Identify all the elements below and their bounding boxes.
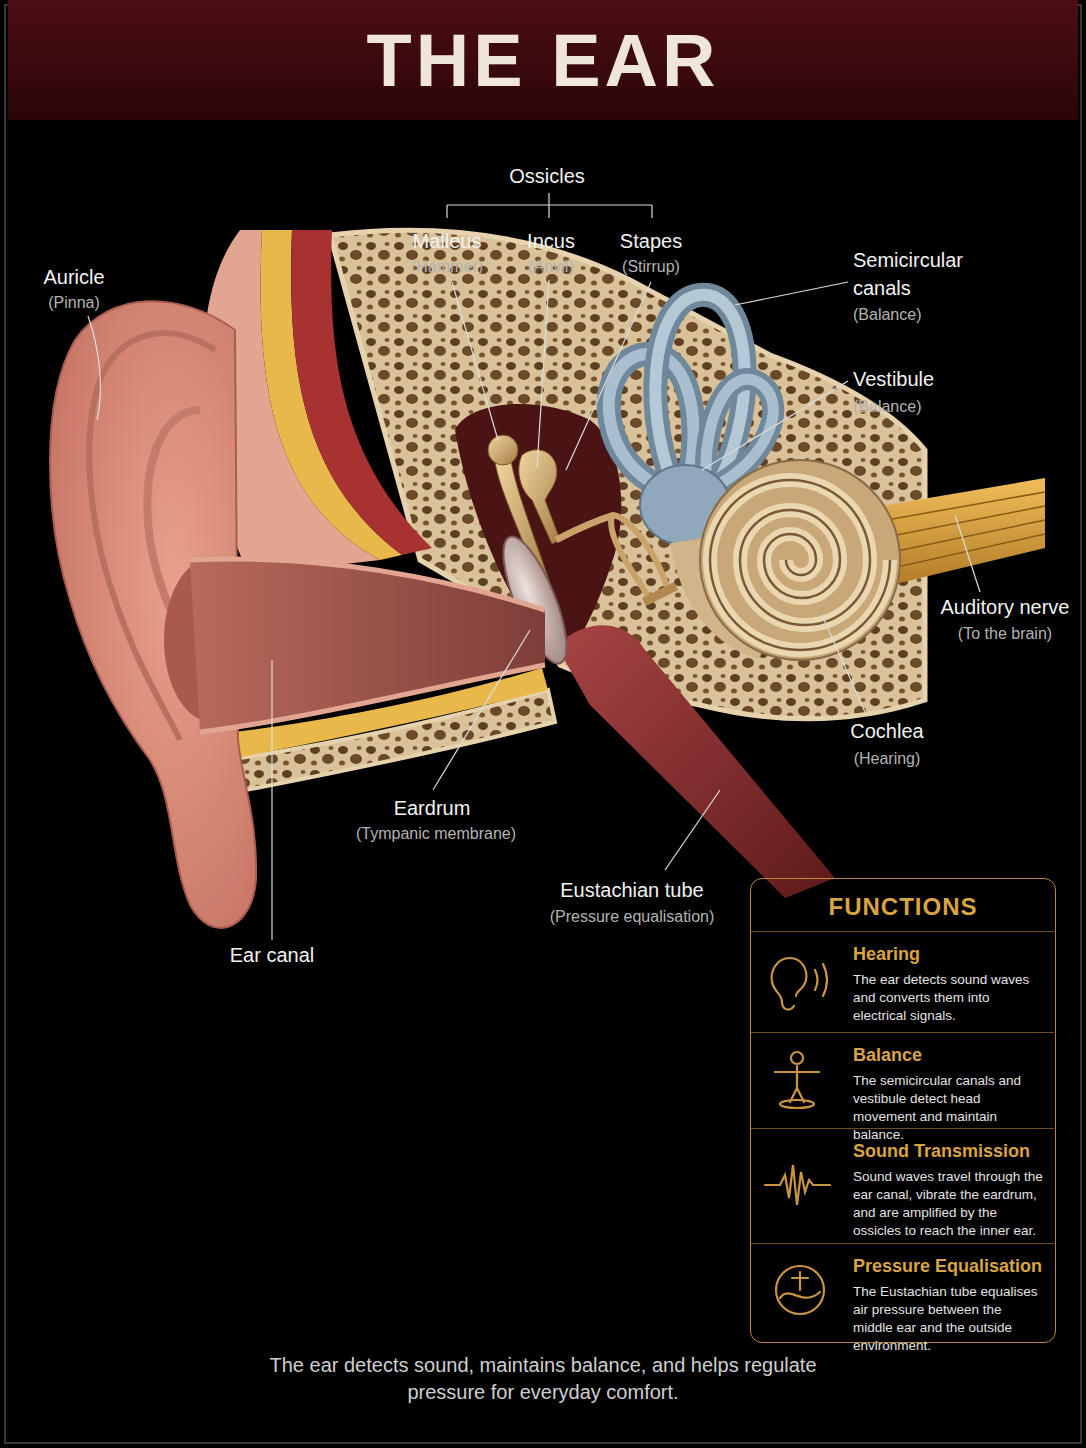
function-heading: Sound Transmission: [853, 1141, 1044, 1162]
part-label: Malleus: [413, 230, 482, 253]
function-text: Sound waves travel through the ear canal…: [853, 1168, 1044, 1240]
leader-line: [433, 630, 530, 790]
canal-wall: [190, 559, 545, 732]
function-row: Sound TransmissionSound waves travel thr…: [751, 1128, 1054, 1243]
function-heading: Balance: [853, 1045, 1044, 1066]
incus: [519, 450, 560, 544]
part-note: (To the brain): [958, 625, 1052, 643]
leader-line: [955, 515, 980, 592]
part-label: Semicircular canals: [853, 246, 981, 302]
person-icon: [775, 1066, 819, 1102]
part-label: Incus: [527, 230, 575, 253]
function-row: BalanceThe semicircular canals and vesti…: [751, 1032, 1054, 1128]
part-note: (Anvil): [528, 258, 573, 276]
stapes: [611, 515, 668, 600]
sound-icon: [815, 964, 827, 996]
function-text: The semicircular canals and vestibule de…: [853, 1072, 1044, 1144]
ossicles-bracket: [447, 193, 652, 218]
part-label: Stapes: [620, 230, 682, 253]
leader-line: [822, 615, 865, 712]
muscle-layer: [291, 230, 432, 555]
function-icons: [765, 958, 830, 1314]
part-label: Vestibule: [853, 368, 934, 391]
leader-lines: [88, 193, 980, 940]
functions-panel: FUNCTIONS HearingThe ear detects sound wa…: [750, 878, 1056, 1343]
function-heading: Hearing: [853, 944, 1044, 965]
part-note: (Hammer): [411, 258, 483, 276]
leader-line: [537, 280, 549, 468]
cochlea: [700, 460, 900, 660]
page-caption: The ear detects sound, maintains balance…: [263, 1352, 823, 1406]
leader-line: [452, 282, 498, 440]
leader-line: [271, 660, 272, 940]
person-icon: [791, 1052, 803, 1064]
page-title: THE EAR: [0, 18, 1086, 103]
ear-icon: [772, 958, 807, 1009]
person-icon: [780, 1100, 814, 1108]
part-label: Ossicles: [509, 165, 585, 188]
leader-line: [88, 316, 100, 420]
eustachian-tube: [556, 625, 835, 898]
leader-line: [665, 790, 720, 870]
leader-line: [566, 282, 651, 470]
leader-line: [735, 282, 848, 305]
malleus-head: [488, 435, 518, 465]
panel-heading: FUNCTIONS: [751, 879, 1055, 921]
pressure-icon: [776, 1266, 824, 1314]
ear-canal: [190, 559, 545, 732]
function-text: The ear detects sound waves and converts…: [853, 971, 1044, 1025]
part-note: (Balance): [853, 398, 921, 416]
cochlea-spiral: [710, 480, 890, 650]
page-frame: [5, 5, 1081, 1443]
part-label: Auditory nerve: [941, 596, 1070, 619]
wave-icon: [765, 1165, 830, 1205]
leader-line: [702, 381, 848, 470]
stapes-footplate: [644, 586, 676, 602]
ossicle-joint: [556, 515, 614, 540]
part-note: (Pinna): [48, 294, 100, 312]
cochlea-groove: [710, 480, 890, 650]
part-note: (Hearing): [854, 750, 921, 768]
part-note: (Pressure equalisation): [550, 908, 715, 926]
function-text: The Eustachian tube equalises air pressu…: [853, 1283, 1044, 1355]
part-label: Eustachian tube: [560, 879, 703, 902]
part-label: Cochlea: [850, 720, 923, 743]
part-note: (Balance): [853, 306, 921, 324]
part-note: (Tympanic membrane): [356, 825, 516, 843]
part-label: Eardrum: [394, 797, 471, 820]
part-label: Auricle: [43, 266, 104, 289]
part-label: Ear canal: [230, 944, 315, 967]
function-heading: Pressure Equalisation: [853, 1256, 1044, 1277]
pressure-icon: [780, 1272, 820, 1298]
function-row: Pressure EqualisationThe Eustachian tube…: [751, 1243, 1054, 1341]
part-note: (Stirrup): [622, 258, 680, 276]
function-row: HearingThe ear detects sound waves and c…: [751, 931, 1054, 1032]
